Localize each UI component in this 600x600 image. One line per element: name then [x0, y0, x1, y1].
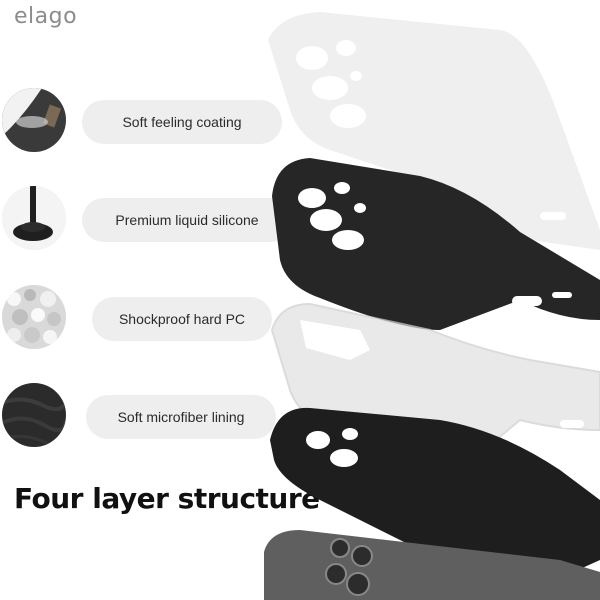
pc-granules-icon	[2, 285, 66, 349]
brand-logo: elago	[14, 4, 78, 29]
feature-row-microfiber: Soft microfiber lining	[0, 373, 300, 453]
feature-row-pc: Shockproof hard PC	[0, 275, 300, 355]
feature-label-microfiber: Soft microfiber lining	[86, 395, 276, 439]
layer-silicone	[272, 158, 600, 330]
microfiber-icon	[2, 383, 66, 447]
layer-coating	[268, 12, 600, 250]
feature-row-coating: Soft feeling coating	[0, 78, 300, 158]
spray-coating-icon	[2, 88, 66, 152]
phone-device	[264, 530, 600, 600]
liquid-silicone-icon	[2, 186, 66, 250]
feature-label-pc: Shockproof hard PC	[92, 297, 272, 341]
layer-pc	[270, 302, 600, 472]
headline: Four layer structure	[14, 482, 320, 515]
feature-label-silicone: Premium liquid silicone	[82, 198, 292, 242]
feature-label-coating: Soft feeling coating	[82, 100, 282, 144]
feature-row-silicone: Premium liquid silicone	[0, 176, 300, 256]
